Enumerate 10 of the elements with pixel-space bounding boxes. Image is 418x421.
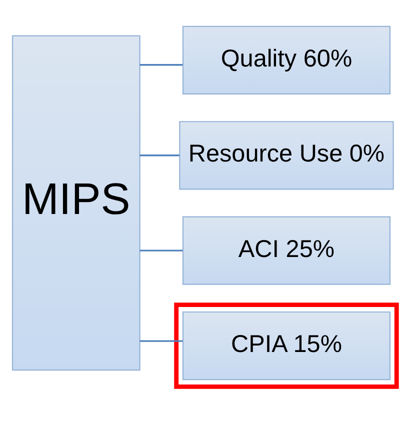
connector [140,249,183,251]
cluster [174,302,399,388]
node-box: Resource Use 0% [179,120,394,190]
node-box: ACI 25% [182,216,391,284]
node-box: MIPS [12,34,140,370]
connector [140,340,183,342]
node-box: Quality 60% [182,25,391,94]
connector [140,154,180,156]
connector [140,64,183,66]
node-box: CPIA 15% [182,310,391,380]
